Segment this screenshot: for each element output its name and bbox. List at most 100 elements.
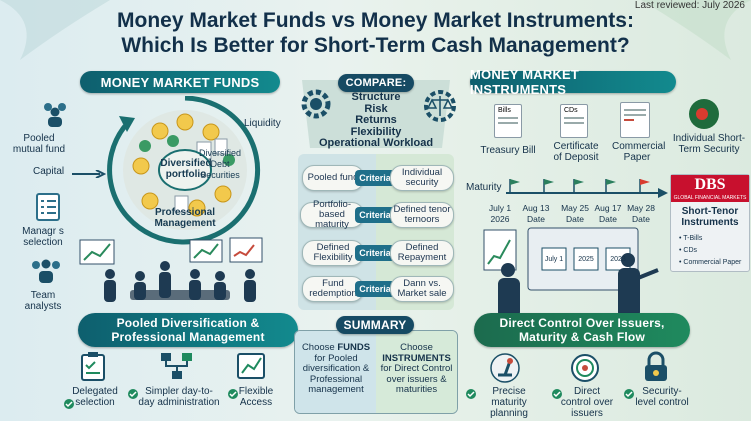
criteria-badge: Criteria [355, 245, 395, 261]
treasury-bill-doc: Bills [494, 104, 522, 138]
flag-badge-icon [689, 99, 719, 129]
panel-item: • T-Bills [679, 235, 703, 242]
check-icon [624, 389, 634, 399]
summary-text-part: Choose [301, 342, 338, 353]
criteria-right: Dann vs. Market sale [390, 276, 454, 302]
criteria-right: Individual security [390, 165, 454, 191]
maturity-timeline [506, 179, 668, 198]
doc-label: Certificate of Deposit [553, 141, 599, 163]
funds-footer-item: Simpler day-to-day administration [138, 386, 220, 408]
criteria-right: Defined tenor ternoors [390, 202, 454, 228]
maturity-date: Aug 17 Date [594, 203, 622, 224]
funds-footer-item: Delegated selection [72, 386, 118, 408]
panel-item: • Commercial Paper [679, 259, 742, 266]
corner-leaf-decoration [641, 0, 751, 60]
funds-footer-item: Flexible Access [238, 386, 274, 408]
summary-text-part: Choose [400, 342, 433, 353]
summary-funds-text: Choose FUNDS for Pooled diversification … [299, 342, 373, 396]
panel-item-text: T-Bills [683, 235, 703, 242]
capital-label: Capital [33, 166, 65, 177]
panel-title: Short-Tenor Instruments [681, 206, 739, 228]
certificate-doc: CDs [560, 104, 588, 138]
checklist-icon [36, 193, 60, 221]
diversified-portfolio-label: Diversified portfolio [160, 158, 212, 180]
doc-tag: CDs [564, 107, 578, 114]
last-reviewed: Last reviewed: July 2026 [634, 0, 745, 11]
workflow-icon [161, 353, 192, 379]
doc-label: Commercial Paper [612, 141, 666, 163]
compare-item: Structure [351, 91, 401, 103]
criteria-badge: Criteria [355, 207, 395, 223]
arrow-icon [72, 170, 106, 178]
bank-subtitle: GLOBAL FINANCIAL MARKETS [671, 195, 749, 202]
funds-banner: Pooled Diversification & Professional Ma… [78, 313, 298, 347]
gear-icon [301, 89, 331, 119]
criteria-left: Pooled fund [302, 165, 364, 191]
title-line-1: Money Market Funds vs Money Market Instr… [117, 9, 634, 32]
team-icon [32, 259, 60, 283]
criteria-right: Defined Repayment [390, 240, 454, 266]
summary-box: Choose FUNDS for Pooled diversification … [294, 330, 458, 414]
criteria-left: Defined Flexibility [302, 240, 364, 266]
compare-list: Structure Risk Returns Flexibility Opera… [316, 91, 436, 150]
instruments-footer-item: Security-level control [635, 386, 689, 408]
summary-text-part: for Direct Control over issuers & maturi… [380, 363, 453, 395]
manager-label: Managr s selection [22, 226, 64, 248]
compare-item: Returns [355, 114, 397, 126]
summary-strong: INSTRUMENTS [382, 352, 451, 364]
bank-logo: DBS [671, 175, 749, 195]
instruments-banner: Direct Control Over Issuers, Maturity & … [474, 313, 690, 347]
instruments-footer-item: Precise maturity planning [490, 386, 528, 419]
panel-item-text: CDs [683, 247, 698, 254]
panel-item-text: Commercial Paper [683, 259, 742, 266]
lock-icon [645, 351, 667, 381]
scale-icon [424, 90, 456, 122]
check-icon [228, 389, 238, 399]
team-label: Team analysts [24, 290, 62, 312]
criteria-badge: Criteria [355, 281, 395, 297]
compare-title: COMPARE: [338, 74, 414, 92]
summary-left-bg [295, 331, 376, 413]
corner-leaf-decoration [0, 0, 110, 60]
instruments-heading: MONEY MARKET INSTRUMENTS [470, 67, 676, 97]
criteria-badge: Criteria [355, 170, 395, 186]
compare-background [302, 80, 450, 148]
pooled-label: Pooled mutual fund [12, 133, 66, 155]
instruments-footer-item: Direct control over issuers [560, 386, 614, 419]
diversified-debt-label: Diversified Debt Securities [198, 148, 241, 180]
target-icon [571, 354, 599, 382]
maturity-date: May 28 Date [627, 203, 655, 224]
funds-heading: MONEY MARKET FUNDS [80, 71, 280, 93]
presentation-illustration [483, 227, 659, 318]
title-line-2: Which Is Better for Short-Term Cash Mana… [121, 34, 630, 57]
portfolio-circle [107, 96, 261, 245]
summary-title: SUMMARY [336, 316, 414, 334]
meeting-illustration [79, 237, 263, 302]
people-group-icon [44, 103, 66, 127]
calendar-text: 2025 [578, 256, 594, 263]
criteria-left: Fund redemption [302, 276, 364, 302]
summary-instruments-text: Choose INSTRUMENTS for Direct Control ov… [379, 342, 454, 396]
clipboard-check-icon [81, 352, 105, 381]
compare-item: Operational Workload [318, 137, 434, 149]
check-icon [128, 389, 138, 399]
maturity-date: May 25 Date [561, 203, 589, 224]
flexible-chart-icon [237, 353, 265, 379]
compare-item: Flexibility [350, 125, 402, 138]
calendar-text: July 1 [544, 256, 564, 263]
commercial-paper-doc [620, 102, 650, 138]
compare-item: Risk [364, 102, 388, 115]
check-icon [552, 389, 562, 399]
criteria-left: Portfolio-based maturity [300, 200, 364, 230]
calendar-text: 2023 [610, 256, 626, 263]
professional-label: Professional Management [154, 207, 216, 229]
liquidity-label: Liquidity [244, 118, 281, 129]
maturity-date: July 1 2026 [488, 203, 512, 224]
panel-item: • CDs [679, 247, 698, 254]
bank-panel: DBS GLOBAL FINANCIAL MARKETS Short-Tenor… [670, 174, 750, 272]
maturity-date: Aug 13 Date [522, 203, 550, 224]
doc-tag: Bills [498, 107, 511, 114]
summary-text-part: for Pooled diversification & Professiona… [302, 352, 370, 395]
presentation-scene: July 1 2025 2023 [478, 226, 668, 318]
